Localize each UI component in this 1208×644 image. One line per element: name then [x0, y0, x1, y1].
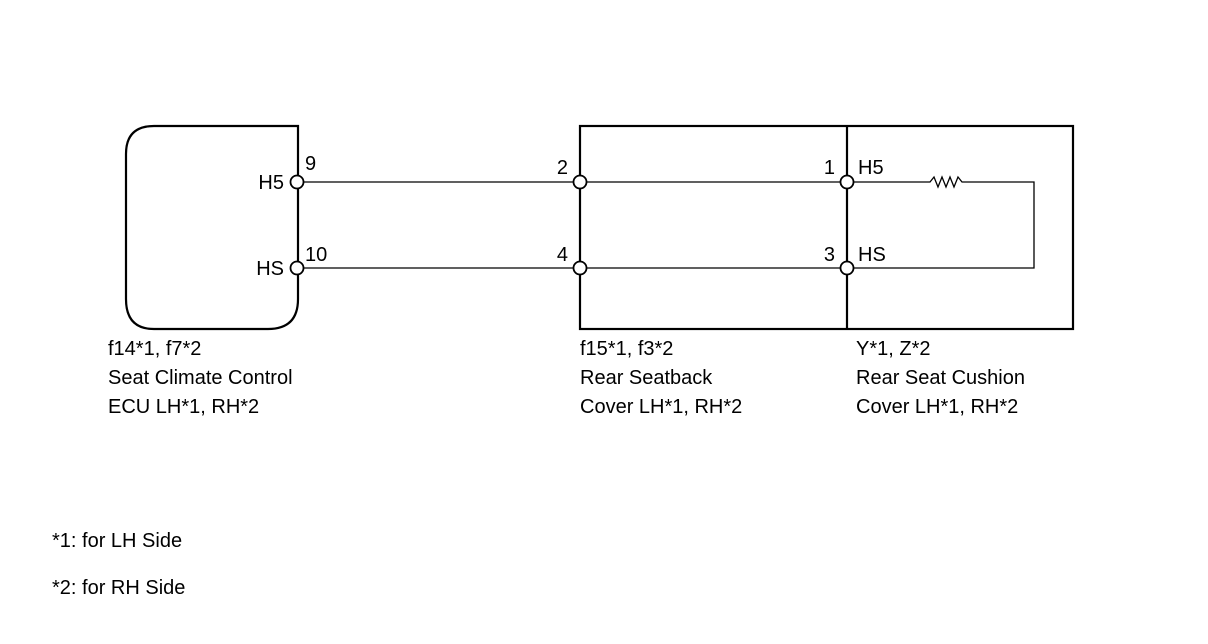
- footnote-lh: *1: for LH Side: [52, 530, 182, 552]
- seatback-pin-number-2: 2: [557, 157, 568, 179]
- ecu-caption-line1: f14*1, f7*2: [108, 338, 201, 360]
- ecu-pin-number-9: 9: [305, 153, 316, 175]
- seatback-pin-number-4: 4: [557, 244, 568, 266]
- ecu-pin-h5: [289, 174, 305, 190]
- ecu-pin-hs: [289, 260, 305, 276]
- heater-element: [854, 175, 1035, 269]
- ecu-pin-name-hs: HS: [256, 258, 284, 280]
- cushion-caption-line2: Rear Seat Cushion: [856, 367, 1025, 389]
- ecu-caption-line2: Seat Climate Control: [108, 367, 293, 389]
- cushion-caption-line3: Cover LH*1, RH*2: [856, 396, 1018, 418]
- ecu-block: [124, 124, 300, 331]
- seatback-caption-line2: Rear Seatback: [580, 367, 713, 389]
- seatback-cushion-outline: [578, 124, 1075, 331]
- footnote-rh: *2: for RH Side: [52, 577, 185, 599]
- ecu-pin-name-h5: H5: [258, 172, 284, 194]
- cushion-pin-name-h5: H5: [858, 157, 884, 179]
- seatback-pin-2: [572, 174, 588, 190]
- cushion-caption-line1: Y*1, Z*2: [856, 338, 930, 360]
- ecu-caption-line3: ECU LH*1, RH*2: [108, 396, 259, 418]
- seatback-caption-line3: Cover LH*1, RH*2: [580, 396, 742, 418]
- cushion-pin-number-3: 3: [824, 244, 835, 266]
- seatback-caption-line1: f15*1, f3*2: [580, 338, 673, 360]
- cushion-pin-3: [839, 260, 855, 276]
- seatback-pin-4: [572, 260, 588, 276]
- ecu-pin-number-10: 10: [305, 244, 327, 266]
- cushion-pin-name-hs: HS: [858, 244, 886, 266]
- cushion-pin-1: [839, 174, 855, 190]
- cushion-pin-number-1: 1: [824, 157, 835, 179]
